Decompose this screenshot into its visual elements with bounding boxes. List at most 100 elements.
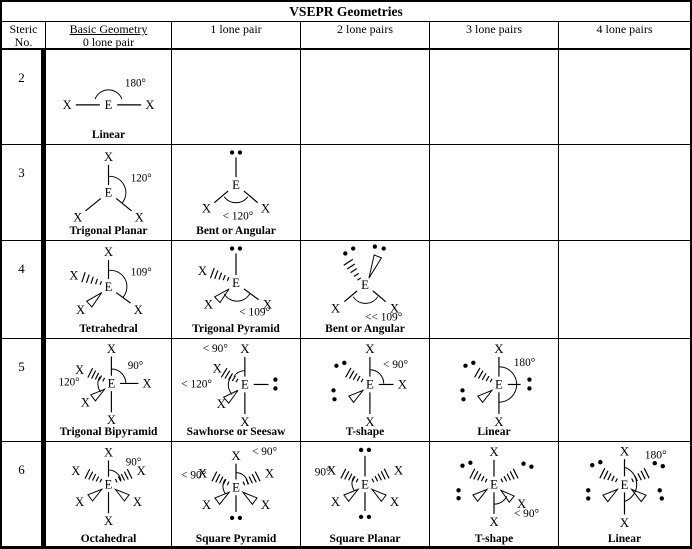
steric-number-6: 6 bbox=[2, 442, 46, 548]
empty-cell bbox=[301, 50, 430, 144]
empty-cell bbox=[559, 50, 690, 144]
svg-text:X: X bbox=[265, 467, 275, 481]
svg-text:X: X bbox=[263, 298, 273, 312]
svg-text:< 90°: < 90° bbox=[252, 446, 277, 458]
steric-number-5: 5 bbox=[2, 339, 46, 441]
svg-text:E: E bbox=[105, 186, 113, 200]
svg-text:180°: 180° bbox=[125, 78, 146, 90]
svg-text:120°: 120° bbox=[59, 377, 80, 389]
geometry-name: Bent or Angular bbox=[196, 225, 276, 237]
svg-text:X: X bbox=[76, 303, 85, 317]
svg-text:X: X bbox=[71, 464, 80, 478]
geometry-name: Trigonal Bipyramid bbox=[59, 426, 158, 438]
svg-text:X: X bbox=[327, 464, 337, 478]
svg-text:180°: 180° bbox=[514, 357, 536, 369]
svg-text:X: X bbox=[145, 98, 154, 112]
header-4-lone-pairs-label: 4 lone pairs bbox=[596, 22, 653, 36]
geometry-name: T-shape bbox=[345, 426, 385, 438]
svg-text:120°: 120° bbox=[131, 172, 152, 184]
geometry-name: Square Pyramid bbox=[195, 532, 277, 545]
steric-row-5: 5 X E X X X X 90° 120° Trigonal Bipyramid X E X X X… bbox=[2, 339, 690, 442]
empty-cell bbox=[430, 241, 559, 338]
svg-text:X: X bbox=[107, 342, 116, 356]
svg-text:180°: 180° bbox=[645, 449, 667, 462]
geometry-name: Sawhorse or Seesaw bbox=[186, 426, 286, 438]
header-basic-geometry: Basic Geometry 0 lone pair bbox=[46, 22, 172, 48]
empty-cell bbox=[430, 50, 559, 144]
svg-text:90°: 90° bbox=[128, 360, 143, 372]
svg-text:X: X bbox=[75, 363, 84, 377]
svg-text:E: E bbox=[232, 276, 240, 290]
svg-text:X: X bbox=[202, 202, 212, 216]
table-header: Steric No. Basic Geometry 0 lone pair 1 … bbox=[2, 22, 690, 50]
geometry-name: Linear bbox=[91, 129, 126, 141]
header-2-lone-pairs-label: 2 lone pairs bbox=[337, 22, 393, 36]
svg-text:E: E bbox=[108, 376, 116, 390]
svg-text:X: X bbox=[489, 515, 499, 529]
svg-text:X: X bbox=[104, 150, 113, 164]
header-basic-geometry-label: Basic Geometry bbox=[69, 22, 148, 36]
svg-text:< 90°: < 90° bbox=[383, 359, 408, 371]
svg-text:E: E bbox=[361, 477, 369, 491]
svg-text:X: X bbox=[107, 413, 116, 426]
header-steric-line2: No. bbox=[14, 34, 33, 49]
svg-text:X: X bbox=[142, 376, 151, 390]
header-1-lone-pair: 1 lone pair bbox=[172, 22, 301, 48]
svg-text:X: X bbox=[133, 495, 142, 509]
svg-text:109°: 109° bbox=[131, 266, 152, 278]
svg-text:X: X bbox=[365, 342, 375, 356]
svg-text:X: X bbox=[240, 415, 250, 426]
geometry-name: T-shape bbox=[474, 532, 514, 545]
svg-text:X: X bbox=[213, 362, 223, 376]
svg-text:X: X bbox=[394, 464, 404, 478]
geometry-name: Trigonal Planar bbox=[69, 225, 148, 237]
header-3-lone-pairs-label: 3 lone pairs bbox=[466, 22, 522, 36]
svg-text:X: X bbox=[331, 302, 341, 316]
svg-text:X: X bbox=[81, 396, 90, 410]
svg-text:X: X bbox=[620, 444, 630, 459]
svg-text:E: E bbox=[241, 377, 249, 391]
svg-text:X: X bbox=[104, 446, 113, 460]
svg-text:X: X bbox=[63, 98, 72, 112]
empty-cell bbox=[430, 145, 559, 240]
svg-text:E: E bbox=[361, 278, 369, 292]
empty-cell bbox=[559, 145, 690, 240]
steric-number-4: 4 bbox=[2, 241, 46, 338]
svg-text:X: X bbox=[73, 211, 82, 225]
svg-text:X: X bbox=[261, 498, 271, 512]
empty-cell bbox=[559, 339, 690, 441]
svg-text:90°: 90° bbox=[126, 456, 141, 468]
header-3-lone-pairs: 3 lone pairs bbox=[430, 22, 559, 48]
svg-text:X: X bbox=[198, 467, 208, 481]
svg-text:E: E bbox=[495, 377, 503, 391]
geometry-name: Bent or Angular bbox=[325, 323, 405, 335]
svg-text:90°: 90° bbox=[315, 467, 331, 479]
svg-text:< 90°: < 90° bbox=[181, 470, 206, 482]
header-steric-no: Steric No. bbox=[2, 22, 46, 48]
svg-text:X: X bbox=[517, 497, 527, 511]
svg-text:E: E bbox=[490, 477, 498, 491]
empty-cell bbox=[172, 50, 301, 144]
svg-text:X: X bbox=[202, 498, 212, 512]
svg-text:X: X bbox=[365, 415, 375, 426]
svg-text:< 109°: < 109° bbox=[239, 307, 270, 319]
